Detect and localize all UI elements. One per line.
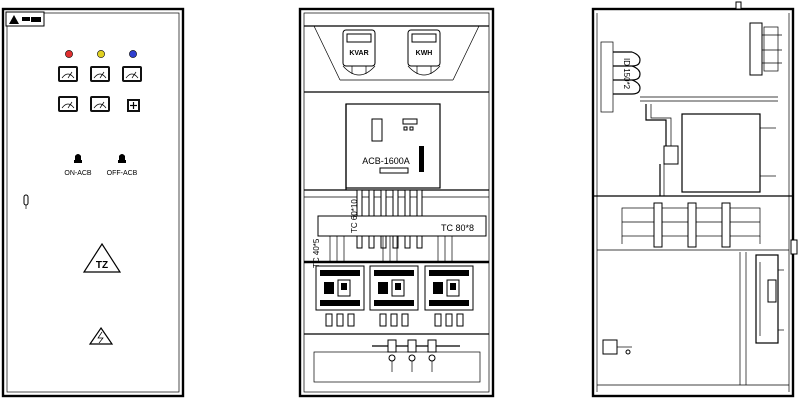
mccb-breaker [315, 265, 365, 311]
cable-gland-icon [602, 339, 632, 355]
cable-label: ID 150*2 [622, 58, 631, 90]
busbar-tc40-label: TC 40*5 [312, 238, 321, 268]
kvar-meter-label: KVAR [349, 50, 368, 57]
feeder-droppers [329, 236, 453, 262]
kvar-meter [342, 29, 376, 76]
interior-panel-outline [298, 7, 495, 398]
on-button [74, 154, 82, 163]
front-panel-outline [1, 7, 185, 398]
mccb-side-profile [739, 252, 784, 385]
logo-icon [5, 11, 45, 27]
gauge-icon [90, 96, 110, 112]
acb-breaker [345, 103, 441, 190]
outgoing-terminals [325, 313, 464, 327]
high-voltage-icon [88, 326, 114, 345]
off-acb-label: OFF-ACB [107, 170, 138, 177]
gauge-icon [90, 66, 110, 82]
interior-panel: KVAR KWH ACB-1600A [298, 7, 495, 398]
off-button [118, 154, 126, 163]
mccb-breaker [369, 265, 419, 311]
warning-triangle-icon [82, 242, 122, 273]
gauge-icon [58, 66, 78, 82]
door-handle-icon [23, 194, 29, 209]
gauge-icon [122, 66, 142, 82]
gauge-icon [58, 96, 78, 112]
side-busbar-section [621, 202, 761, 248]
meter-row-top [58, 66, 142, 82]
lifting-eye-icon [735, 1, 742, 10]
main-busbar [317, 215, 487, 237]
mccb-breaker [424, 265, 474, 311]
side-panel-outline [591, 7, 795, 398]
busbar-tc60-label: TC 60*10 [350, 199, 359, 233]
indicator-lamp-red [65, 50, 73, 58]
side-panel: ID 150*2 [591, 1, 798, 398]
acb-side-housing [663, 113, 776, 193]
kwh-meter-label: KWH [416, 50, 433, 57]
acb-breaker-label: ACB-1600A [362, 156, 410, 166]
side-busbar-stack [600, 41, 641, 113]
side-meter-box [749, 22, 782, 76]
indicator-lamp-blue [129, 50, 137, 58]
on-acb-label: ON-ACB [64, 170, 92, 177]
indicator-lamps [65, 50, 137, 58]
mccb-row [315, 265, 474, 311]
selector-switch-icon [127, 99, 140, 112]
busbar-tc80-label: TC 80*8 [441, 223, 474, 233]
warning-sign-label: TZ [96, 260, 108, 271]
front-panel: ON-ACB OFF-ACB TZ [1, 7, 185, 398]
bottom-cable-lugs [372, 339, 460, 372]
indicator-lamp-yellow [97, 50, 105, 58]
meter-row-bottom [58, 96, 140, 112]
hinge-icon [790, 239, 798, 255]
kwh-meter [407, 29, 441, 76]
